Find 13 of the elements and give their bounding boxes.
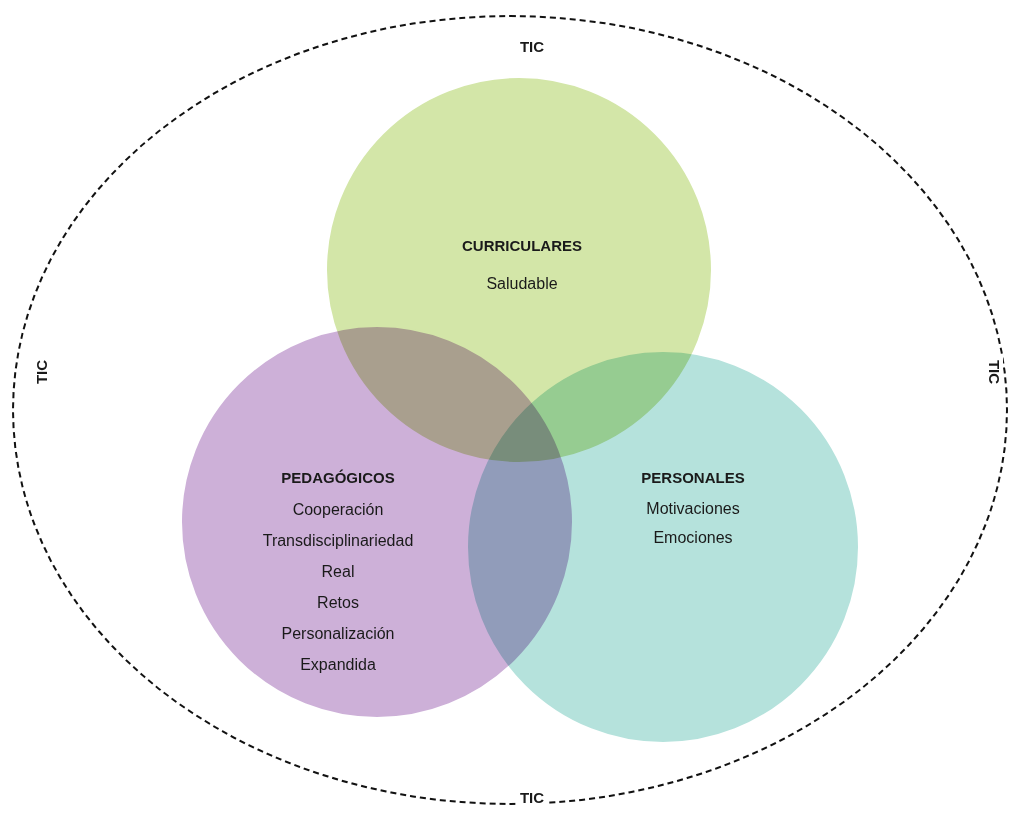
circle-item: Real <box>321 562 355 582</box>
circle-heading: CURRICULARES <box>462 237 582 255</box>
circle-heading: PEDAGÓGICOS <box>281 469 395 487</box>
circle-item: Expandida <box>300 655 376 675</box>
dashed-ellipse <box>12 15 1008 805</box>
circle-item: Motivaciones <box>646 499 740 519</box>
circle-item: Saludable <box>486 274 558 294</box>
circle-item: Transdisciplinariedad <box>262 531 414 551</box>
circle-item: Personalización <box>281 624 395 644</box>
circle-heading: PERSONALES <box>641 469 745 487</box>
circle-item: Cooperación <box>292 500 384 520</box>
circle-item: Emociones <box>653 528 733 548</box>
circle-item: Retos <box>317 593 359 613</box>
